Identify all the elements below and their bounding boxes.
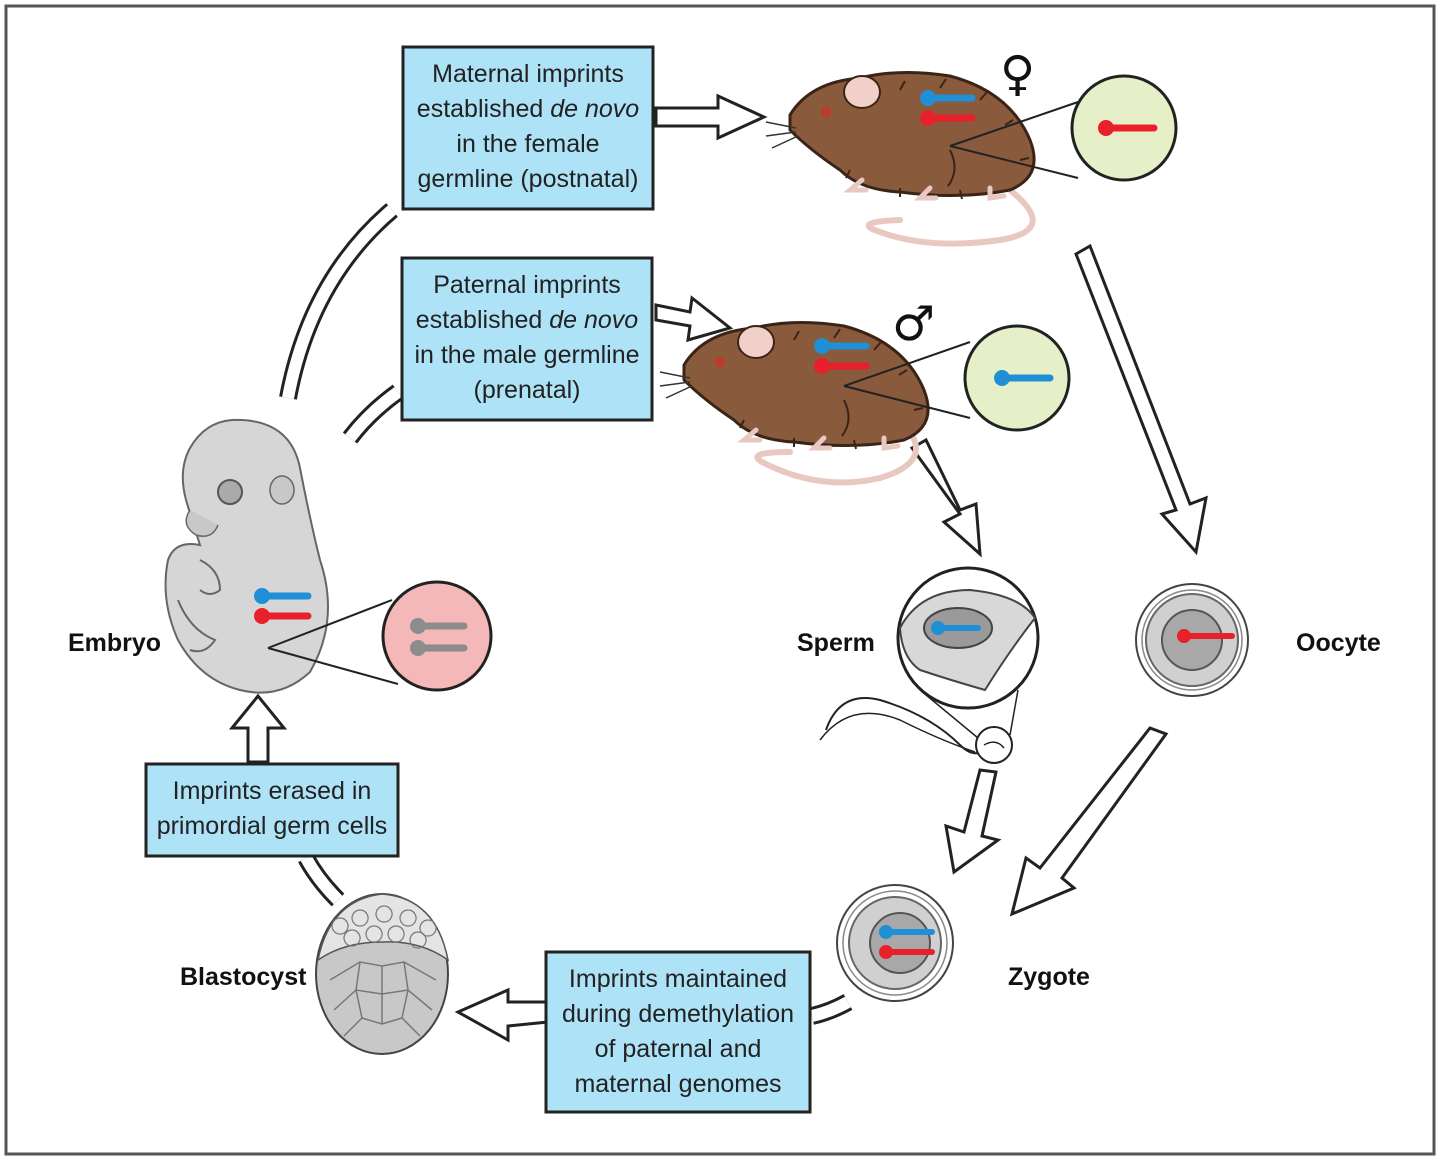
- maintained-box-line3: of paternal and: [595, 1035, 762, 1063]
- paternal-box-line4: (prenatal): [474, 376, 581, 404]
- oocyte-imprint-circle: [1070, 74, 1178, 182]
- embryo-label: Embryo: [68, 629, 161, 657]
- paternal-imprints-box: Paternal imprints established de novo in…: [400, 256, 654, 422]
- sperm-icon: [819, 566, 1040, 764]
- cycle-arrows: [228, 93, 1208, 1043]
- erased-box-line1: Imprints erased in: [173, 777, 372, 805]
- arrow-oocyte-to-zygote: [1009, 726, 1169, 917]
- embryo-icon: [164, 418, 399, 694]
- paternal-box-line3: in the male germline: [414, 341, 639, 369]
- female-symbol: ♀: [1000, 46, 1035, 102]
- maternal-box-line3: in the female: [456, 130, 599, 158]
- maintained-box-line1: Imprints maintained: [569, 965, 787, 993]
- sperm-label: Sperm: [797, 629, 875, 657]
- oocyte-label: Oocyte: [1296, 629, 1381, 657]
- maintained-box-line2: during demethylation: [562, 1000, 794, 1028]
- blastocyst-icon: [315, 893, 450, 1055]
- maternal-box-line2: established de novo: [417, 95, 639, 123]
- male-symbol: ♂: [892, 296, 935, 352]
- maternal-box-line4: germline (postnatal): [418, 165, 639, 193]
- imprints-erased-box: Imprints erased in primordial germ cells: [144, 762, 400, 858]
- maintained-box-line4: maternal genomes: [574, 1070, 781, 1098]
- blastocyst-label: Blastocyst: [180, 963, 307, 991]
- arrow-to-oocyte: [1074, 243, 1208, 556]
- maternal-imprints-box: Maternal imprints established de novo in…: [401, 45, 655, 211]
- maternal-box-line1: Maternal imprints: [432, 60, 624, 88]
- arrow-to-male-mouse: [654, 295, 734, 343]
- male-mouse-chromosomes: [814, 338, 870, 374]
- embryo-imprint-circle: [381, 580, 493, 692]
- paternal-box-line2: established de novo: [416, 306, 638, 334]
- arrow-sperm-to-zygote: [944, 768, 1002, 875]
- arrow-to-blastocyst: [454, 987, 550, 1043]
- sperm-imprint-circle: [963, 324, 1071, 432]
- arrow-to-female-mouse: [654, 93, 768, 141]
- imprints-maintained-box: Imprints maintained during demethylation…: [544, 950, 812, 1114]
- zygote-label: Zygote: [1008, 963, 1090, 991]
- embryo-chromosomes: [254, 588, 312, 624]
- arrow-to-embryo: [228, 693, 288, 764]
- cycle-arcs: [279, 203, 853, 1025]
- arrow-to-sperm: [909, 437, 982, 558]
- oocyte-icon: [1135, 583, 1249, 697]
- zygote-icon: [836, 884, 954, 1002]
- female-mouse-chromosomes: [920, 90, 976, 126]
- erased-box-line2: primordial germ cells: [157, 812, 388, 840]
- female-mouse-icon: [765, 70, 1079, 247]
- male-mouse-icon: [659, 320, 971, 486]
- paternal-box-line1: Paternal imprints: [433, 271, 621, 299]
